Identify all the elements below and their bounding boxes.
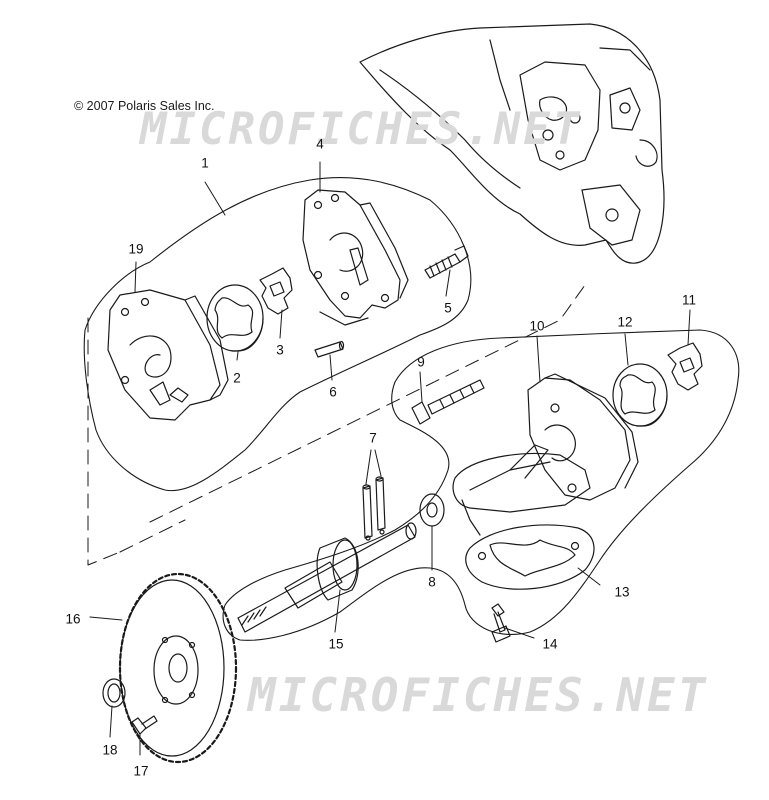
strainer-plate-13 — [465, 524, 595, 590]
callout-15: 15 — [328, 636, 344, 652]
alignment-dashed-lines — [87, 284, 586, 566]
callout-7: 7 — [369, 430, 377, 446]
callout-5: 5 — [444, 300, 452, 316]
outer-rotor-2 — [206, 284, 264, 352]
inner-rotor-11 — [667, 342, 703, 391]
callout-18: 18 — [102, 742, 118, 758]
callout-6: 6 — [329, 384, 337, 400]
oil-pickup-housing — [452, 444, 591, 536]
callout-19: 19 — [128, 241, 144, 257]
callout-14: 14 — [542, 636, 558, 652]
drive-gear-16 — [118, 572, 238, 764]
screw-17 — [131, 715, 158, 735]
pump-shaft-15 — [237, 522, 417, 633]
leader-lines — [89, 161, 691, 756]
callout-9: 9 — [417, 354, 425, 370]
callout-10: 10 — [529, 318, 545, 334]
watermark-top: MICROFICHES.NET — [140, 104, 583, 155]
long-bolt-9 — [411, 379, 485, 425]
callout-13: 13 — [614, 584, 630, 600]
inner-rotor-3 — [259, 267, 293, 315]
dowel-pin-6 — [314, 340, 345, 358]
outer-rotor-12 — [612, 363, 668, 427]
pump-body-10 — [527, 373, 639, 501]
pump-housing-19 — [107, 289, 229, 421]
group-outline-2 — [222, 329, 740, 641]
callout-4: 4 — [316, 136, 324, 152]
copyright-notice: © 2007 Polaris Sales Inc. — [74, 99, 215, 113]
group-outline-1 — [83, 177, 472, 492]
bolt-5 — [424, 245, 469, 279]
callout-11: 11 — [681, 292, 697, 308]
callout-2: 2 — [233, 370, 241, 386]
watermark-bottom: MICROFICHES.NET — [248, 668, 709, 722]
engine-crankcase — [359, 23, 665, 264]
callout-17: 17 — [133, 763, 149, 779]
callout-16: 16 — [65, 611, 81, 627]
pump-cover-plate-4 — [302, 189, 409, 326]
roll-pins-7 — [362, 476, 386, 539]
screw-14 — [491, 603, 511, 643]
callout-8: 8 — [428, 574, 436, 590]
callout-3: 3 — [276, 342, 284, 358]
callout-12: 12 — [617, 314, 633, 330]
washer-18 — [102, 678, 126, 708]
callout-1: 1 — [201, 155, 209, 171]
